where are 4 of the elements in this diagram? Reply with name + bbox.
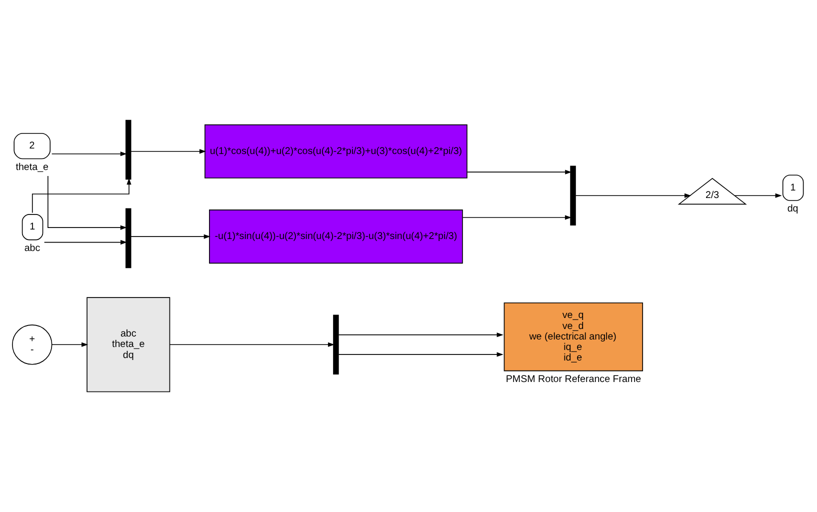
node-label: theta_e <box>16 162 49 173</box>
node-label: PMSM Rotor Referance Frame <box>506 374 642 385</box>
node-label: abc <box>24 242 40 254</box>
node-label: dq <box>787 204 798 215</box>
